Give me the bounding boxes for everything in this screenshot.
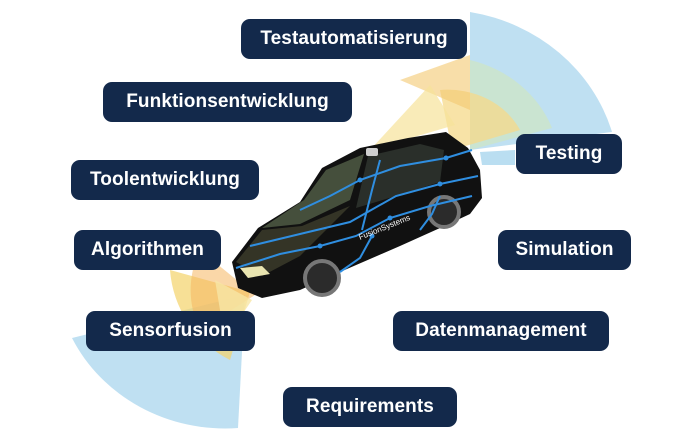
label-text: Toolentwicklung bbox=[90, 169, 240, 190]
label-text: Algorithmen bbox=[91, 239, 204, 260]
circuit-nodes bbox=[317, 155, 449, 249]
label-text: Funktionsentwicklung bbox=[126, 91, 329, 112]
rear-side-cone bbox=[400, 55, 470, 110]
top-cone bbox=[370, 85, 455, 150]
label-text: Testing bbox=[535, 143, 603, 164]
label-simulation: Simulation bbox=[498, 230, 631, 270]
label-text: Simulation bbox=[515, 239, 614, 260]
rear-right-cone bbox=[480, 150, 515, 165]
label-testing: Testing bbox=[516, 134, 622, 174]
headlight bbox=[240, 266, 270, 278]
label-text: Requirements bbox=[306, 396, 434, 417]
label-funktionsentwicklung: Funktionsentwicklung bbox=[103, 82, 352, 122]
label-text: Datenmanagement bbox=[415, 320, 587, 341]
label-text: Testautomatisierung bbox=[260, 28, 448, 49]
car: FusionSystems bbox=[232, 132, 482, 298]
label-toolentwicklung: Toolentwicklung bbox=[71, 160, 259, 200]
car-windshield bbox=[262, 154, 364, 228]
label-testautomatisierung: Testautomatisierung bbox=[241, 19, 467, 59]
label-algorithmen: Algorithmen bbox=[74, 230, 221, 270]
car-side-window bbox=[356, 144, 444, 208]
roof-sensor bbox=[366, 148, 378, 156]
label-requirements: Requirements bbox=[283, 387, 457, 427]
front-wheel bbox=[303, 259, 341, 297]
label-text: Sensorfusion bbox=[109, 320, 232, 341]
label-sensorfusion: Sensorfusion bbox=[86, 311, 255, 351]
label-datenmanagement: Datenmanagement bbox=[393, 311, 609, 351]
circuit-lines bbox=[235, 149, 479, 273]
